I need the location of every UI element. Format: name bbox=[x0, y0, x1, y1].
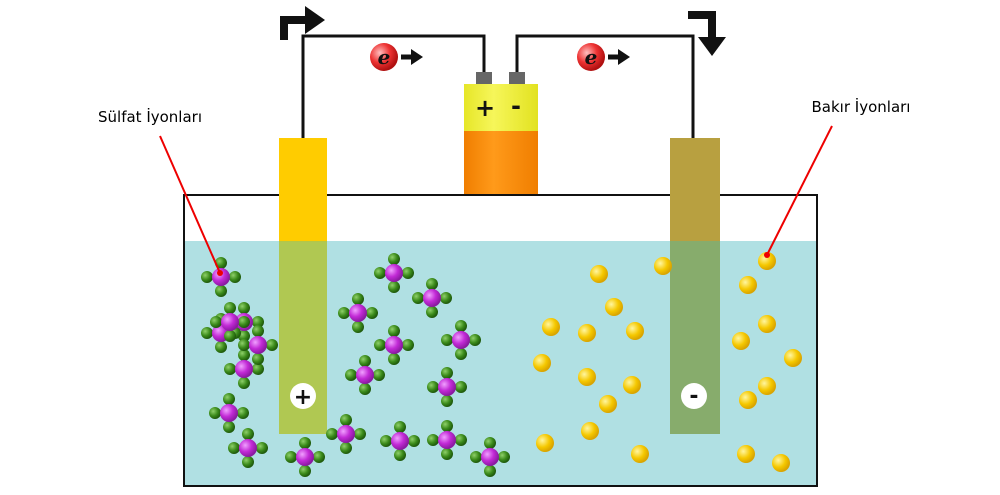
copper-ion bbox=[739, 276, 757, 294]
sulfate-ion bbox=[427, 420, 467, 460]
anode-sign-badge bbox=[290, 383, 316, 409]
cathode-sign-badge bbox=[681, 383, 707, 409]
wire-left bbox=[301, 34, 486, 138]
sulfate-ion bbox=[224, 349, 264, 389]
copper-ions bbox=[533, 252, 802, 472]
sulfate-ions-label: Sülfat İyonları bbox=[98, 107, 202, 126]
copper-ion bbox=[536, 434, 554, 452]
electron-right: e bbox=[577, 43, 630, 71]
sulfate-ion bbox=[427, 367, 467, 407]
battery-positive-sign: + bbox=[475, 94, 495, 122]
sulfate-ion bbox=[380, 421, 420, 461]
sulfate-pointer-line bbox=[159, 135, 221, 274]
copper-ion bbox=[623, 376, 641, 394]
copper-ion bbox=[784, 349, 802, 367]
copper-ion bbox=[605, 298, 623, 316]
sulfate-ions bbox=[201, 253, 510, 477]
sulfate-ion bbox=[201, 257, 241, 297]
sulfate-ion bbox=[338, 293, 378, 333]
sulfate-ion bbox=[209, 393, 249, 433]
copper-ion bbox=[758, 315, 776, 333]
electrolyte-solution bbox=[184, 241, 817, 486]
copper-ion bbox=[732, 332, 750, 350]
copper-ion bbox=[737, 445, 755, 463]
wire-right bbox=[515, 34, 695, 138]
sulfate-ion bbox=[210, 302, 250, 342]
battery-terminal-positive bbox=[476, 72, 492, 84]
copper-ion bbox=[772, 454, 790, 472]
flow-arrow-right-icon bbox=[688, 11, 716, 38]
electron-symbol: e bbox=[585, 45, 598, 69]
copper-pointer-dot bbox=[764, 252, 770, 258]
sulfate-ion bbox=[345, 355, 385, 395]
copper-ion bbox=[581, 422, 599, 440]
sulfate-ion bbox=[374, 253, 414, 293]
flow-arrow-left-icon bbox=[280, 16, 306, 40]
copper-ion bbox=[533, 354, 551, 372]
sulfate-ion bbox=[470, 437, 510, 477]
electron-symbol: e bbox=[378, 45, 391, 69]
copper-ion bbox=[542, 318, 560, 336]
flow-arrow-left-head bbox=[305, 6, 325, 34]
cathode-sign: - bbox=[689, 384, 698, 409]
sulfate-ion bbox=[374, 325, 414, 365]
battery: + - bbox=[464, 72, 538, 195]
container bbox=[183, 194, 818, 487]
sulfate-ion bbox=[228, 428, 268, 468]
copper-ion bbox=[578, 324, 596, 342]
sulfate-ion bbox=[412, 278, 452, 318]
anode-sign: + bbox=[294, 385, 312, 410]
sulfate-ion bbox=[285, 437, 325, 477]
battery-negative-sign: - bbox=[511, 92, 521, 120]
copper-ion bbox=[590, 265, 608, 283]
copper-ion bbox=[578, 368, 596, 386]
sulfate-pointer-dot bbox=[217, 270, 223, 276]
flow-arrow-right-head bbox=[698, 37, 726, 56]
copper-ion bbox=[739, 391, 757, 409]
copper-ion bbox=[654, 257, 672, 275]
copper-ions-label: Bakır İyonları bbox=[812, 97, 911, 116]
copper-ion bbox=[599, 395, 617, 413]
sulfate-ion bbox=[238, 325, 278, 365]
copper-ion bbox=[631, 445, 649, 463]
copper-pointer-line bbox=[766, 125, 833, 256]
copper-ion bbox=[758, 377, 776, 395]
electron-left: e bbox=[370, 43, 423, 71]
copper-ion bbox=[626, 322, 644, 340]
sulfate-ion bbox=[441, 320, 481, 360]
sulfate-ion bbox=[326, 414, 366, 454]
copper-ion bbox=[758, 252, 776, 270]
battery-terminal-negative bbox=[509, 72, 525, 84]
